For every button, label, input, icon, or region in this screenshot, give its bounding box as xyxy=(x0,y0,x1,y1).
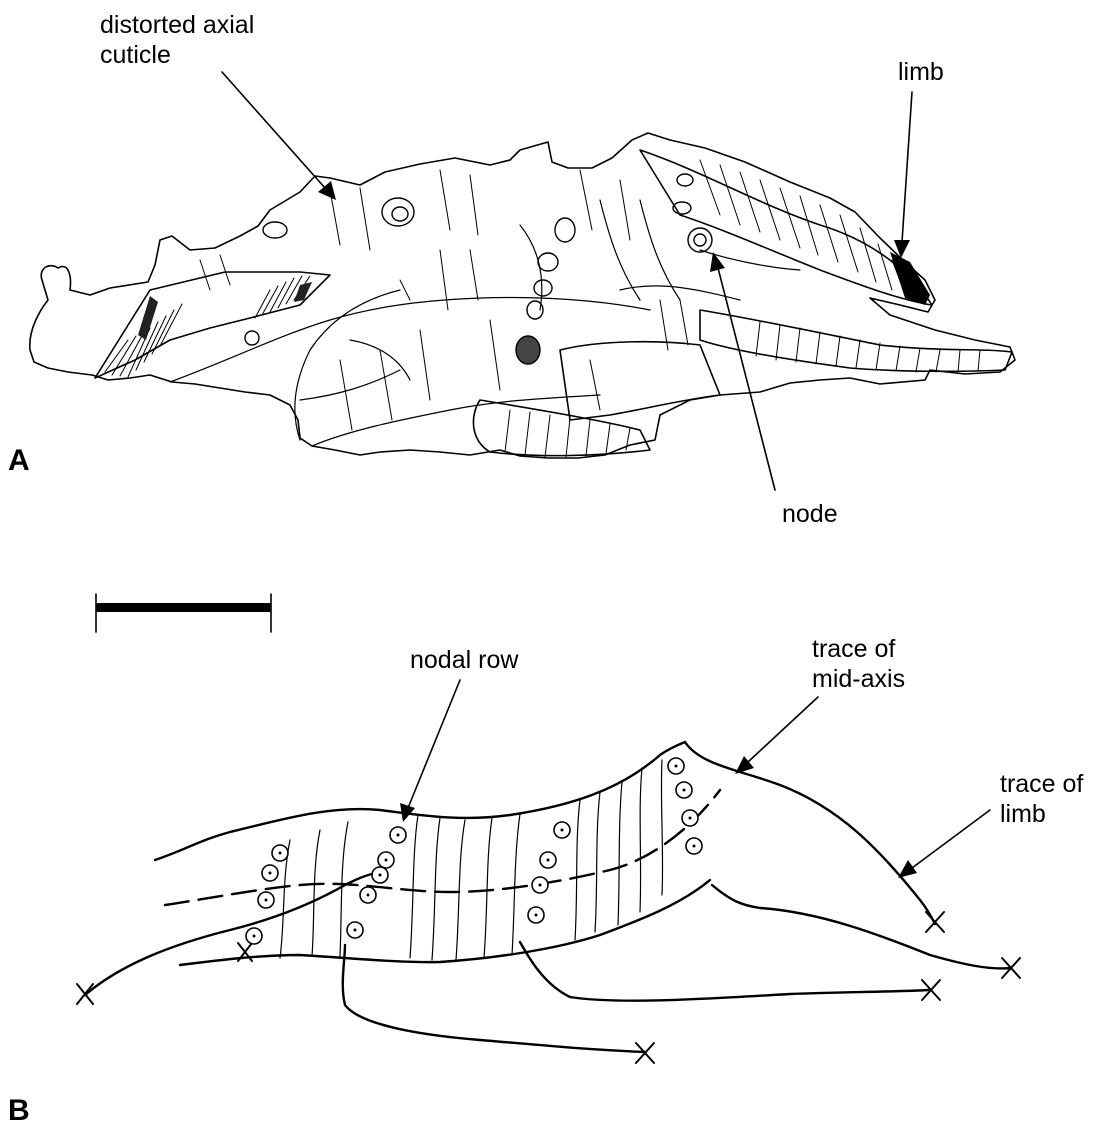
label-trace-of-mid-axis-line1: trace of xyxy=(812,635,895,663)
dense-striation-patches xyxy=(138,252,930,340)
tubercles xyxy=(245,174,712,364)
label-nodal-row: nodal row xyxy=(400,646,519,822)
arrow-limb xyxy=(902,92,912,242)
arrow-node xyxy=(718,268,775,490)
label-distorted-axial-cuticle-line1: distorted axial xyxy=(100,11,254,39)
label-distorted-axial-cuticle-line2: cuticle xyxy=(100,41,171,69)
label-trace-of-mid-axis: trace of mid-axis xyxy=(735,635,905,774)
label-trace-of-limb: trace of limb xyxy=(898,770,1083,878)
arrow-trace-of-mid-axis xyxy=(748,697,818,762)
arrow-distorted-axial-cuticle xyxy=(222,72,325,188)
label-trace-of-mid-axis-line2: mid-axis xyxy=(812,665,905,693)
panel-b-letter: B xyxy=(8,1094,30,1126)
mid-axis-trace xyxy=(165,790,720,905)
arrow-nodal-row xyxy=(408,680,460,808)
label-nodal-row-text: nodal row xyxy=(410,646,519,674)
label-distorted-axial-cuticle: distorted axial cuticle xyxy=(100,11,336,200)
axis-upper-margin xyxy=(155,742,685,860)
label-node: node xyxy=(710,252,838,528)
label-limb: limb xyxy=(894,58,944,258)
scale-bar xyxy=(96,594,271,632)
panel-a: A xyxy=(8,11,1015,528)
limb-lower-mid xyxy=(560,342,720,420)
nodal-circles xyxy=(246,758,702,944)
label-trace-of-limb-line2: limb xyxy=(1000,800,1046,828)
label-trace-of-limb-line1: trace of xyxy=(1000,770,1083,798)
label-node-text: node xyxy=(782,500,838,528)
limb-upper-right xyxy=(640,150,932,305)
limb-traces xyxy=(85,742,1010,1052)
label-limb-text: limb xyxy=(898,58,944,86)
arrowhead-nodal-row xyxy=(400,803,415,822)
limb-lower-right xyxy=(700,310,1012,371)
specimen-outline xyxy=(30,133,1015,458)
nodal-circle-dots xyxy=(253,765,696,938)
panel-b: B xyxy=(8,594,1083,1126)
panel-a-letter: A xyxy=(8,444,30,477)
arrowhead-trace-of-limb xyxy=(898,860,917,878)
arrow-trace-of-limb xyxy=(912,810,990,868)
